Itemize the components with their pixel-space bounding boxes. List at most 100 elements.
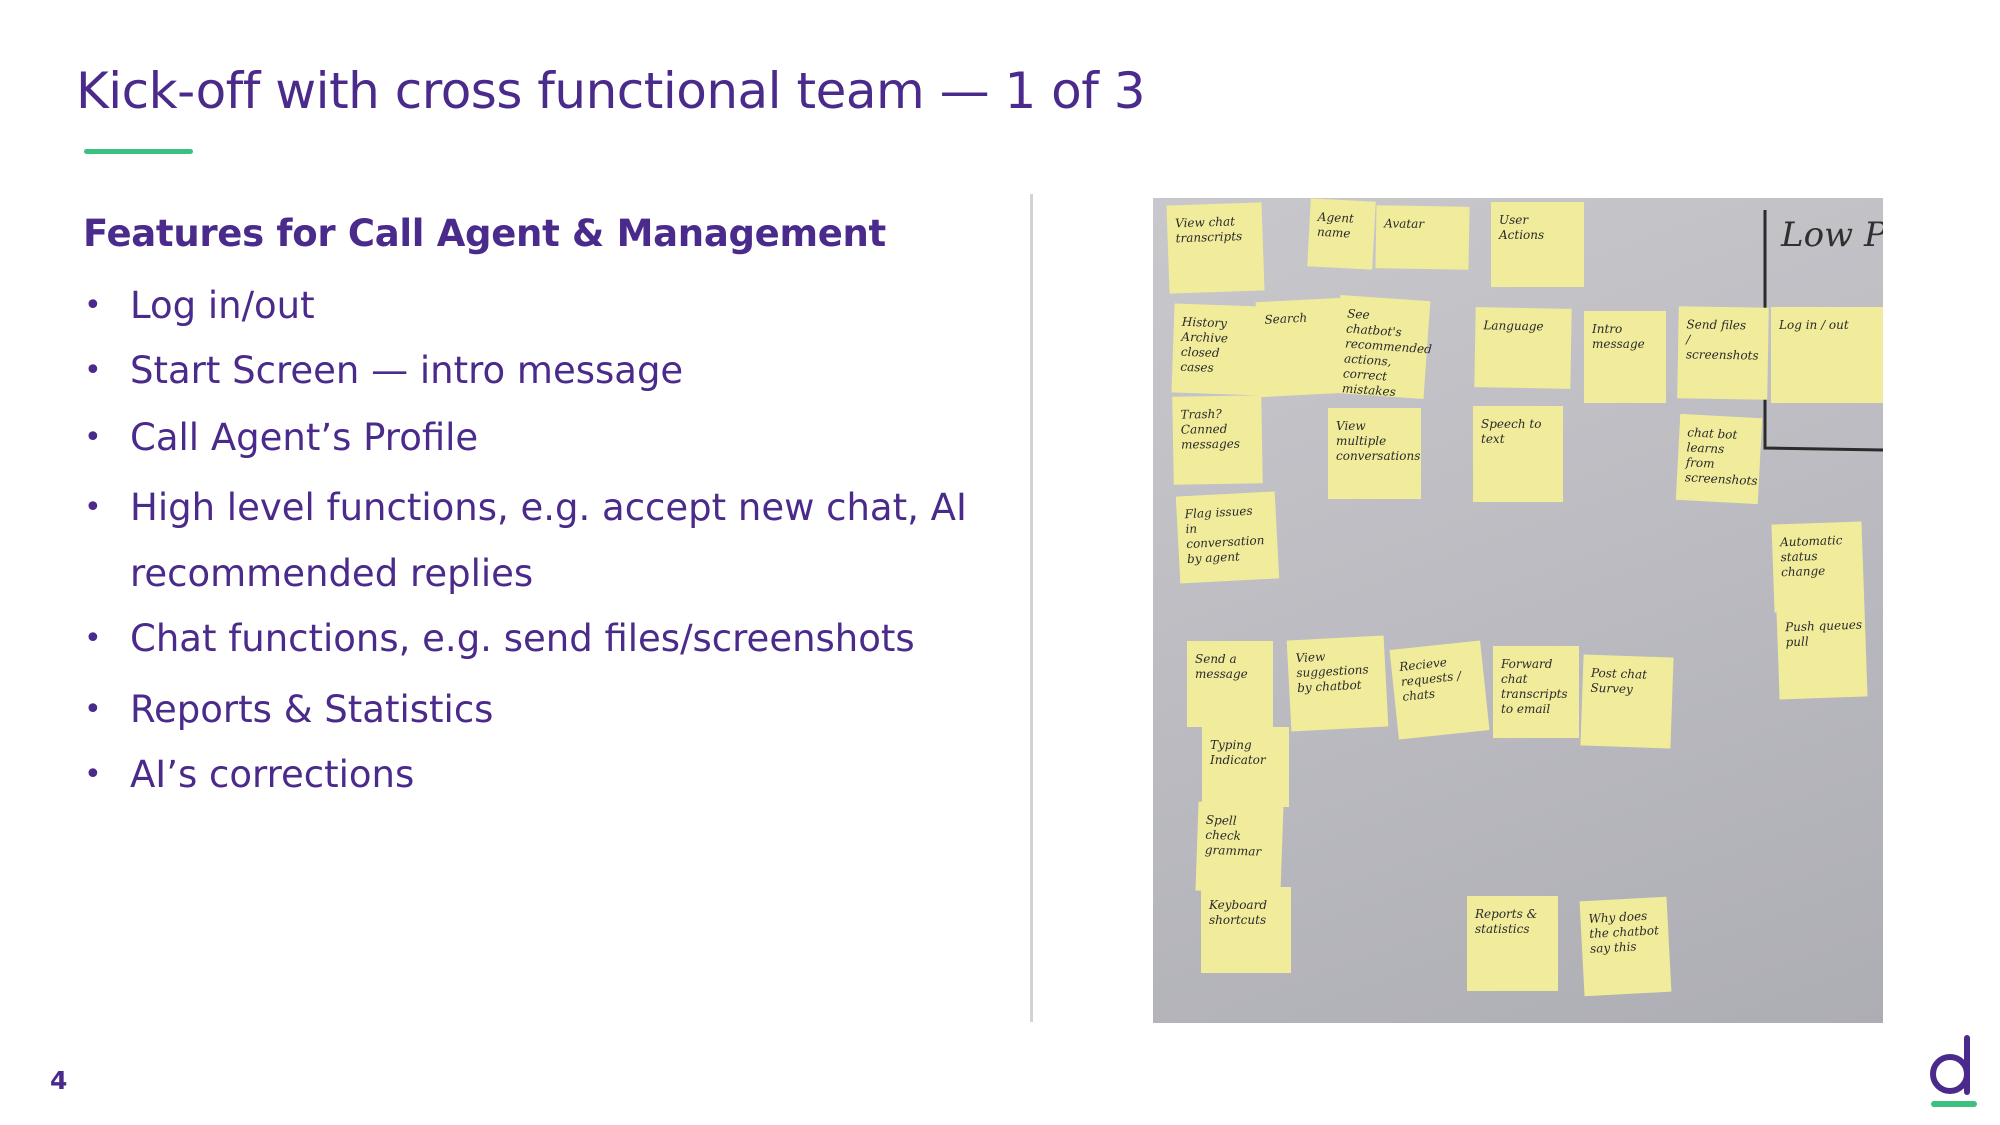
bullet-text: AI’s corrections — [130, 753, 415, 796]
sticky-note: View chattranscripts — [1166, 202, 1265, 294]
sticky-note: Spellcheckgrammar — [1195, 801, 1284, 894]
sticky-note-paper — [1171, 303, 1264, 396]
sticky-note: Automaticstatuschange — [1771, 521, 1865, 613]
bullet-text: Reports & Statistics — [130, 688, 494, 731]
sticky-note: Language — [1474, 307, 1572, 389]
bullet-item: • AI’s corrections — [84, 742, 1014, 808]
sticky-note-paper — [1307, 198, 1376, 270]
sticky-note-label: View chattranscripts — [1175, 214, 1243, 245]
sticky-note-label: Spellcheckgrammar — [1205, 813, 1264, 859]
sticky-note-paper — [1172, 395, 1263, 485]
sticky-note-paper — [1677, 306, 1769, 400]
sticky-note: Why doesthe chatbotsay this — [1579, 896, 1672, 997]
sticky-note-label: Seechatbot'srecommendedactions,correctmi… — [1342, 307, 1435, 402]
sticky-note-paper — [1776, 606, 1868, 700]
bullet-dot: • — [84, 490, 102, 525]
bullet-text: Start Screen — intro message — [130, 349, 684, 392]
sticky-note: Send files/screenshots — [1677, 306, 1769, 400]
sticky-note-label: chat botlearnsfromscreenshots — [1684, 425, 1761, 488]
bullet-text: Call Agent’s Profile — [130, 416, 479, 459]
sticky-note-paper — [1333, 294, 1431, 400]
bullet-dot: • — [84, 353, 102, 388]
sticky-note-paper — [1175, 491, 1280, 584]
sticky-note: Push queuespull — [1776, 606, 1868, 700]
sticky-note-paper — [1195, 801, 1284, 894]
sticky-note-paper — [1187, 641, 1273, 727]
sticky-note: Log in / out — [1771, 307, 1883, 403]
page-number: 4 — [50, 1066, 68, 1095]
sticky-note: Recieverequests /chats — [1389, 640, 1490, 740]
vertical-divider — [1030, 194, 1033, 1022]
sticky-note-label: Automaticstatuschange — [1779, 533, 1844, 579]
bullet-item: • Log in/out — [84, 273, 1014, 339]
bullet-item: • Chat functions, e.g. send files/screen… — [84, 606, 1014, 672]
sticky-note-label: Why doesthe chatbotsay this — [1588, 908, 1660, 956]
features-heading: Features for Call Agent & Management — [83, 212, 886, 255]
bullet-text: Chat functions, e.g. send files/screensh… — [130, 617, 915, 660]
sticky-note-paper — [1473, 406, 1563, 502]
company-logo — [1930, 1035, 1977, 1107]
slide-title: Kick-off with cross functional team — 1 … — [76, 62, 1146, 120]
sticky-note-paper — [1493, 646, 1579, 738]
bullet-dot: • — [84, 621, 102, 656]
sticky-note: Trash?Cannedmessages — [1172, 395, 1263, 485]
sticky-note-label: Push queuespull — [1784, 618, 1863, 650]
sticky-note-label: Flag issuesinconversationby agent — [1183, 503, 1265, 566]
whiteboard-sketch: Low Priority View chattranscriptsAgentna… — [1166, 198, 1883, 997]
sticky-note-paper — [1201, 887, 1291, 973]
sticky-note: HistoryArchiveclosedcases — [1171, 303, 1264, 396]
sticky-note-paper — [1675, 413, 1763, 505]
sticky-note-label: Post chatSurvey — [1589, 666, 1647, 697]
sticky-note-label: Viewsuggestionsby chatbot — [1295, 647, 1369, 695]
sticky-note-paper — [1771, 521, 1865, 613]
sticky-note: Avatar — [1375, 205, 1470, 270]
bullet-item: • High level functions, e.g. accept new … — [84, 475, 1014, 607]
sticky-note-paper — [1467, 896, 1558, 991]
sticky-note-paper — [1580, 654, 1674, 749]
title-underline — [84, 149, 193, 154]
bullet-item: • Reports & Statistics — [84, 677, 1014, 743]
bullet-item: • Call Agent’s Profile — [84, 405, 1014, 471]
sticky-note-paper — [1389, 640, 1490, 740]
sticky-note-paper — [1255, 297, 1346, 398]
sticky-note-label: Send files/screenshots — [1685, 317, 1759, 362]
bullet-dot: • — [84, 288, 102, 323]
sticky-note-label: HistoryArchiveclosedcases — [1179, 315, 1229, 376]
sticky-note: Flag issuesinconversationby agent — [1175, 491, 1280, 584]
sticky-note-paper — [1166, 202, 1265, 294]
sticky-note-label: Agentname — [1316, 210, 1355, 241]
bullet-dot: • — [84, 420, 102, 455]
sticky-note-paper — [1202, 727, 1289, 807]
sticky-note-paper — [1584, 311, 1666, 403]
bullet-dot: • — [84, 757, 102, 792]
sticky-note-paper — [1771, 307, 1883, 403]
sticky-note: Agentname — [1307, 198, 1376, 270]
sticky-note: Reports &statistics — [1467, 896, 1558, 991]
bullet-item: • Start Screen — intro message — [84, 338, 1014, 404]
bullet-dot: • — [84, 692, 102, 727]
sticky-note-label: Recieverequests /chats — [1398, 654, 1466, 704]
sticky-note: Viewsuggestionsby chatbot — [1286, 635, 1389, 732]
sticky-note: Post chatSurvey — [1580, 654, 1674, 749]
sticky-note-label: Avatar — [1383, 216, 1425, 231]
sticky-note-paper — [1491, 202, 1584, 287]
sticky-note-paper — [1474, 307, 1572, 389]
sticky-note: Seechatbot'srecommendedactions,correctmi… — [1333, 294, 1435, 402]
bullet-text: Log in/out — [130, 284, 315, 327]
sticky-note-label: Log in / out — [1778, 318, 1849, 332]
